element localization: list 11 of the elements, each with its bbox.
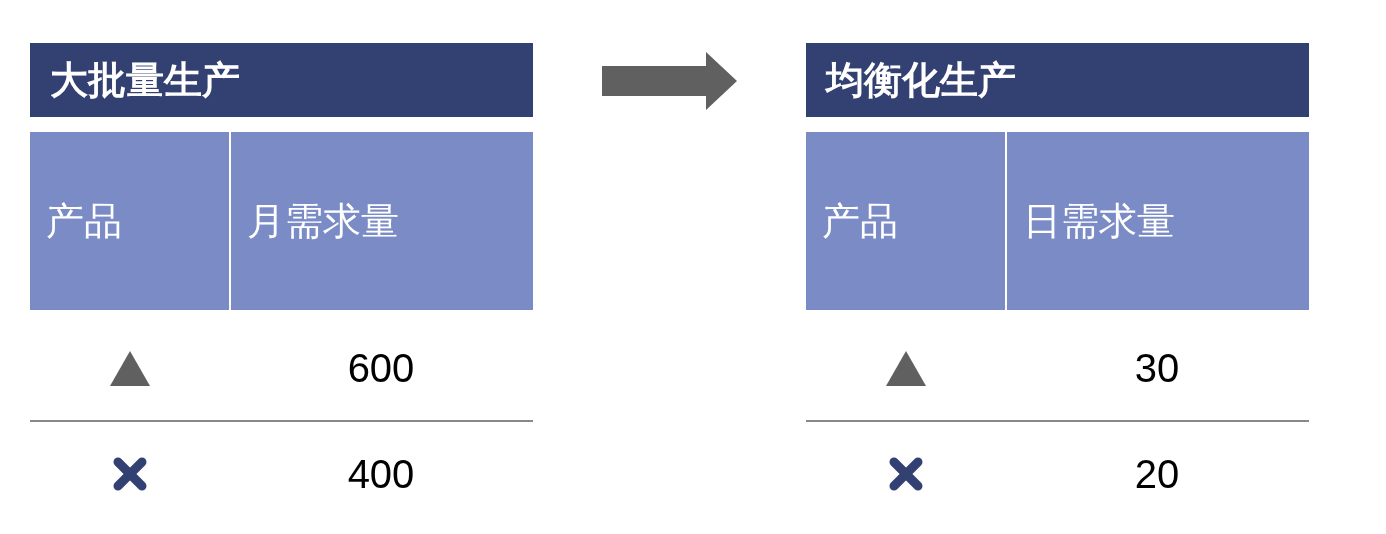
- title-bar: 大批量生产: [30, 43, 533, 117]
- value-text: 600: [347, 345, 415, 391]
- header-cell: 产品: [30, 132, 229, 310]
- value-text: 400: [347, 451, 415, 497]
- value-text: 30: [1134, 345, 1180, 391]
- value-text: 20: [1134, 451, 1180, 497]
- block-arrow: [602, 52, 737, 110]
- header-cell: 日需求量: [1007, 132, 1309, 310]
- header-cell: 产品: [806, 132, 1005, 310]
- title-bar: 均衡化生产: [806, 43, 1309, 117]
- header-cell: 月需求量: [231, 132, 533, 310]
